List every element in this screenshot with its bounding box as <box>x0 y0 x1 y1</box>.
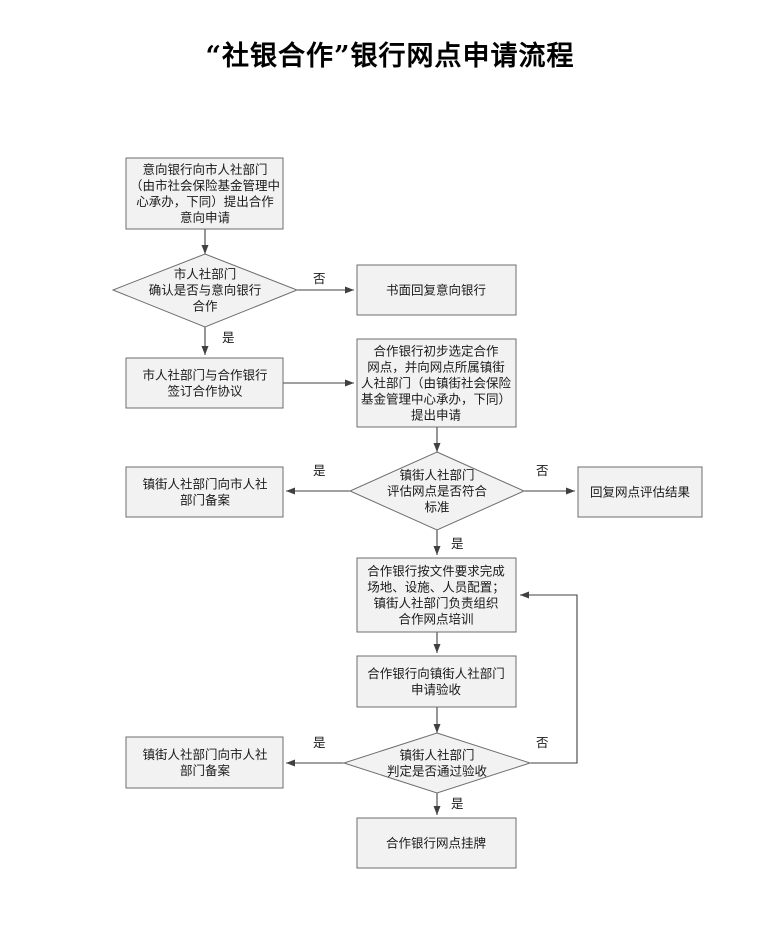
node-reply1 <box>356 264 517 316</box>
node-text-n4-line-3: 镇街人社部门负责组织 <box>373 596 498 611</box>
decision-d3 <box>342 732 532 794</box>
node-text-d2-line-2: 评估网点是否符合 <box>387 484 488 499</box>
label-d2-no: 否 <box>536 463 549 478</box>
node-n2 <box>125 357 284 409</box>
node-text-d3-line-1: 镇街人社部门 <box>399 748 474 763</box>
node-text-d2-line-1: 镇街人社部门 <box>399 468 474 483</box>
label-d2-down: 是 <box>451 536 464 551</box>
label-d3-no: 否 <box>536 735 549 750</box>
node-n1 <box>125 157 284 230</box>
node-text-n-file1-line-1: 镇街人社部门向市人社 <box>142 477 267 492</box>
label-d2-yes: 是 <box>313 463 326 478</box>
node-text-d1-line-1: 市人社部门 <box>174 267 237 282</box>
node-text-n1-line-1: 意向银行向市人社部门 <box>142 162 267 177</box>
connectors <box>201 229 578 815</box>
node-text-d2-line-3: 标准 <box>424 500 449 515</box>
node-text-n6-line-1: 合作银行网点挂牌 <box>386 836 486 851</box>
page-title: “社银合作”银行网点申请流程 <box>205 41 575 72</box>
node-texts: 意向银行向市人社部门（由市社会保险基金管理中心承办，下同）提出合作意向申请市人社… <box>130 162 691 851</box>
node-text-n1-line-4: 意向申请 <box>180 210 230 225</box>
node-text-n4-line-4: 合作网点培训 <box>398 612 473 627</box>
node-text-d1-line-2: 确认是否与意向银行 <box>149 283 262 298</box>
edge-d3-n4-loop <box>520 591 578 764</box>
node-text-n1-line-3: 心承办，下同）提出合作 <box>136 194 274 209</box>
node-text-d1-line-3: 合作 <box>192 299 218 314</box>
node-text-n-reply2-line-1: 回复网点评估结果 <box>590 485 691 500</box>
node-text-n4-line-1: 合作银行按文件要求完成 <box>367 564 505 579</box>
node-n4 <box>356 557 517 633</box>
node-text-n-file2-line-2: 部门备案 <box>180 763 231 778</box>
node-text-n2-line-1: 市人社部门与合作银行 <box>142 368 267 383</box>
label-d3-yes: 是 <box>313 735 326 750</box>
label-d1-no: 否 <box>313 271 326 286</box>
node-n5 <box>356 655 517 708</box>
node-text-n3-line-5: 提出申请 <box>411 408 461 423</box>
label-d3-down: 是 <box>451 796 464 811</box>
node-file2 <box>125 736 284 789</box>
node-text-n3-line-1: 合作银行初步选定合作 <box>373 344 499 359</box>
label-d1-yes: 是 <box>222 330 235 345</box>
node-text-n-file2-line-1: 镇街人社部门向市人社 <box>142 747 267 762</box>
node-reply2 <box>577 466 703 518</box>
node-text-n3-line-4: 基金管理中心承办，下同） <box>361 392 511 407</box>
node-text-n5-line-2: 申请验收 <box>411 682 462 697</box>
node-file1 <box>125 466 284 518</box>
node-text-n3-line-2: 网点，并向网点所属镇街 <box>367 360 505 375</box>
node-text-n3-line-3: 人社部门（由镇街社会保险 <box>361 376 512 391</box>
node-n6 <box>356 817 517 869</box>
node-text-d3-line-2: 判定是否通过验收 <box>387 764 488 779</box>
node-text-n-file1-line-2: 部门备案 <box>180 493 231 508</box>
node-text-n4-line-2: 场地、设施、人员配置； <box>367 580 505 595</box>
decision-d2 <box>348 451 526 531</box>
node-text-n-reply1-line-1: 书面回复意向银行 <box>386 283 486 298</box>
node-text-n1-line-2: （由市社会保险基金管理中 <box>130 178 280 193</box>
node-n3 <box>356 338 517 428</box>
node-text-n2-line-2: 签订合作协议 <box>167 384 243 399</box>
node-text-n5-line-1: 合作银行向镇街人社部门 <box>367 666 505 681</box>
decision-d1 <box>111 253 299 328</box>
